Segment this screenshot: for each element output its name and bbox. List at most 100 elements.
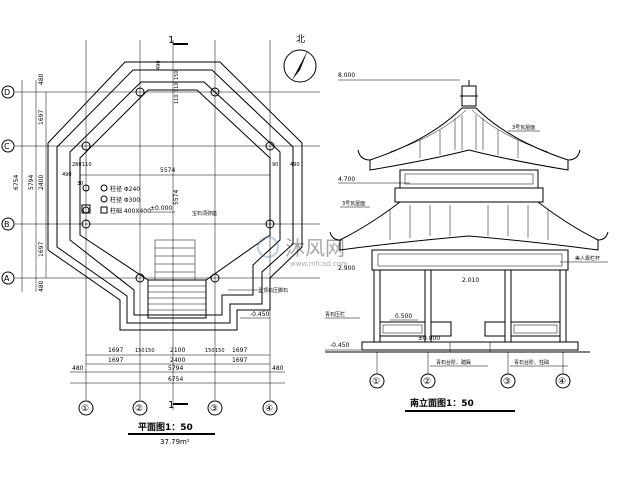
- watermark-logo-icon: [257, 236, 279, 258]
- note-roof-top: 3号瓦屋面: [512, 125, 535, 131]
- dim-left: 1697: [38, 110, 45, 125]
- grid-col-label: ②: [135, 404, 143, 414]
- grid-row-label: A: [4, 274, 10, 283]
- grid-col-label: ②: [423, 377, 431, 387]
- plan-elev-ground: -0.450: [250, 311, 270, 318]
- plan-title: 平面图1：50: [138, 422, 193, 433]
- dim-misc: 90: [272, 162, 278, 168]
- dim-left: 480: [38, 280, 45, 292]
- north-label: 北: [296, 34, 305, 45]
- column-base: [81, 204, 91, 214]
- column: [210, 87, 220, 97]
- bottom-dimensions: 1697 150 150 2100 150 150 1697 1697 2400…: [70, 347, 285, 384]
- watermark: 沐风网 www.mfcad.com: [257, 236, 348, 268]
- grid-col-label: ③: [210, 404, 218, 414]
- note-base-mid: 青石台阶、踏跺: [436, 359, 471, 366]
- dim-bottom-2400: 2400: [170, 357, 185, 364]
- stairs: [147, 239, 207, 319]
- plan-view: 6754 5794 480 1697 2400 1697 480 D C B A…: [1, 35, 320, 446]
- level-markers: 8.000 4.700 2.900 2.010 0.500 ±0.000 -0.…: [325, 72, 479, 351]
- plan-note-center: 宝石须弥座: [192, 210, 217, 217]
- dim-left-total-1: 6754: [13, 175, 20, 190]
- watermark-brand: 沐风网: [285, 236, 345, 260]
- lower-roof: [329, 201, 609, 251]
- dim-bottom-side: 480: [72, 365, 84, 372]
- level-2010: 2.010: [462, 277, 479, 284]
- outer-octagon: [47, 61, 303, 331]
- dim-bottom-6754: 6754: [168, 376, 183, 383]
- section-mark-bottom: 1: [168, 400, 174, 411]
- legend-item: 柱径 Φ240: [110, 185, 140, 193]
- dim-left: 1697: [38, 242, 45, 257]
- dim-top: 150: [174, 70, 180, 80]
- level-0500: 0.500: [395, 313, 412, 320]
- upper-roof: [357, 107, 581, 171]
- dim-bottom: 1697: [232, 357, 247, 364]
- dim-misc: 490: [290, 162, 300, 168]
- watermark-site: www.mfcad.com: [290, 260, 348, 268]
- note-base-left: 青石压栏: [325, 311, 345, 318]
- note-railing: 美人靠栏杆: [575, 255, 600, 262]
- note-base-right: 青石台阶、柱础: [514, 359, 549, 366]
- top-dimensions: 490 150 110 110 5574 5574 280 110 490 90…: [62, 60, 300, 205]
- dim-top: 110: [174, 94, 180, 104]
- elevation-grid-cols: ① ② ③ ④: [369, 352, 571, 389]
- level-zero: ±0.000: [418, 335, 440, 342]
- column: [81, 219, 91, 229]
- dim-misc: 110: [82, 162, 92, 168]
- dim-bottom: 1697: [232, 347, 247, 354]
- legend-item: 柱径 Φ300: [110, 196, 140, 204]
- plan-note-bottom: 盝顶石压脚石: [258, 287, 288, 294]
- column: [135, 273, 145, 283]
- grid-row-label: D: [4, 88, 10, 97]
- north-arrow: 北: [283, 34, 317, 83]
- dim-bottom: 1697: [108, 347, 123, 354]
- inner-octagon: [69, 81, 281, 316]
- dim-left: 480: [38, 73, 45, 85]
- elevation-view: 8.000 4.700 2.900 2.010 0.500 ±0.000 -0.…: [325, 72, 609, 412]
- dim-misc: 490: [62, 172, 72, 178]
- dim-misc: 280: [72, 162, 82, 168]
- legend-item: 柱础 400X400: [110, 207, 151, 215]
- dim-bottom: 150: [215, 348, 225, 354]
- dim-bottom: 1697: [108, 357, 123, 364]
- dim-left-total-2: 5794: [28, 175, 35, 190]
- column-legend: 柱径 Φ240 柱径 Φ300 柱础 400X400: [100, 184, 151, 215]
- lower-frieze: [371, 249, 569, 271]
- dim-bottom: 150: [145, 348, 155, 354]
- elevation-title: 南立面图1：50: [410, 397, 474, 409]
- dim-misc: 30: [77, 181, 83, 187]
- plan-elev-zero: ±0.000: [150, 205, 172, 212]
- grid-col-label: ①: [372, 377, 380, 387]
- second-octagon: [56, 69, 294, 324]
- dim-bottom: 150: [135, 348, 145, 354]
- dim-left: 2400: [38, 175, 45, 190]
- base-platform: [361, 341, 579, 351]
- column: [265, 141, 275, 151]
- column: [265, 219, 275, 229]
- dim-top: 110: [174, 82, 180, 92]
- column: [82, 184, 90, 192]
- left-dimensions: 6754 5794 480 1697 2400 1697 480: [13, 73, 47, 292]
- column: [210, 273, 220, 283]
- grid-col-label: ③: [503, 377, 511, 387]
- column: [81, 141, 91, 151]
- note-roof-mid: 3号瓦屋面: [342, 201, 365, 207]
- dim-top: 490: [156, 60, 162, 70]
- grid-col-label: ④: [558, 377, 566, 387]
- level-2900: 2.900: [338, 265, 355, 272]
- grid-cols: ① ② ③ ④: [78, 400, 278, 416]
- grid-col-label: ①: [81, 404, 89, 414]
- section-marks: 1 1: [168, 35, 188, 411]
- level-ground: -0.450: [330, 342, 350, 349]
- dim-5574: 5574: [160, 167, 175, 174]
- column: [135, 87, 145, 97]
- grid-row-label: B: [4, 220, 10, 229]
- grid-col-label: ④: [265, 404, 273, 414]
- dim-bottom: 2100: [170, 347, 185, 354]
- grid-rows: D C B A: [1, 85, 15, 285]
- dim-5574-vert: 5574: [173, 190, 180, 205]
- dim-bottom-side: 480: [272, 365, 284, 372]
- grid-row-label: C: [4, 142, 10, 151]
